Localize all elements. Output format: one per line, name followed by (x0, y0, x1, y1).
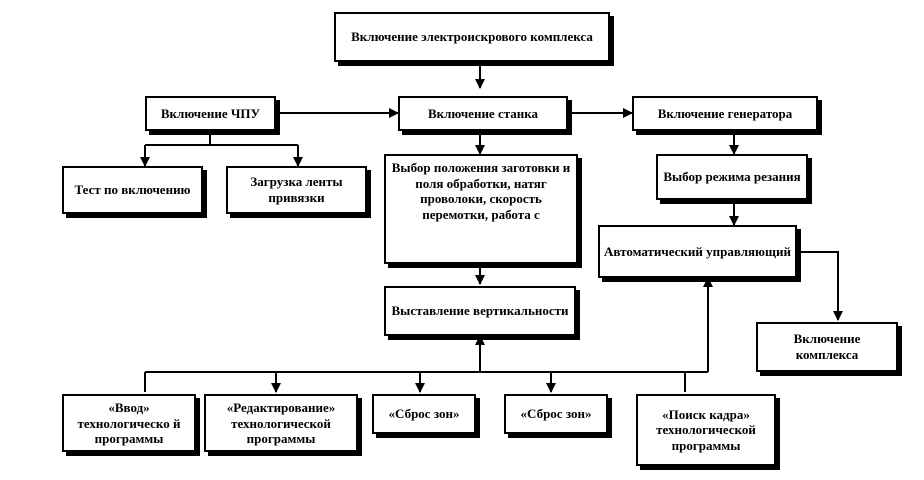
node-position-select: Выбор положения заготовки и поля обработ… (384, 154, 578, 264)
node-mode-select: Выбор режима резания (656, 154, 808, 200)
node-zone-reset-1-label: «Сброс зон» (388, 406, 460, 422)
node-program-input-label: «Ввод» технологическо й программы (77, 400, 181, 447)
node-position-select-label: Выбор положения заготовки и поля обработ… (391, 160, 571, 222)
connector-auto-to-enable (797, 251, 843, 321)
node-zone-reset-2: «Сброс зон» (504, 394, 608, 434)
node-complex-on: Включение электроискрового комплекса (334, 12, 610, 62)
node-cnc-on-label: Включение ЧПУ (160, 105, 261, 121)
node-generator-on: Включение генератора (632, 96, 818, 131)
node-vertical-set-label: Выставление вертикальности (391, 303, 569, 319)
node-tape-load-label: Загрузка ленты привязки (250, 174, 343, 205)
node-generator-on-label: Включение генератора (657, 105, 793, 121)
node-zone-reset-2-label: «Сброс зон» (520, 406, 592, 422)
node-frame-search: «Поиск кадра» технологической программы (636, 394, 776, 466)
node-cnc-on: Включение ЧПУ (145, 96, 276, 131)
node-machine-on: Включение станка (398, 96, 568, 131)
node-frame-search-label: «Поиск кадра» технологической программы (656, 406, 756, 453)
node-program-input: «Ввод» технологическо й программы (62, 394, 196, 452)
node-power-test: Тест по включению (62, 166, 203, 214)
node-power-test-label: Тест по включению (74, 182, 191, 198)
node-program-edit: «Редактирование» технологической програм… (204, 394, 358, 452)
node-complex-on-label: Включение электроискрового комплекса (351, 29, 593, 45)
node-zone-reset-1: «Сброс зон» (372, 394, 476, 434)
node-complex-enable-label: Включение комплекса (793, 331, 861, 362)
node-auto-control: Автоматический управляющий (598, 225, 797, 278)
node-tape-load: Загрузка ленты привязки (226, 166, 367, 214)
node-complex-enable: Включение комплекса (756, 322, 898, 372)
node-mode-select-label: Выбор режима резания (663, 169, 801, 185)
node-auto-control-label: Автоматический управляющий (604, 243, 791, 259)
node-program-edit-label: «Редактирование» технологической програм… (226, 400, 336, 447)
node-machine-on-label: Включение станка (427, 105, 539, 121)
node-vertical-set: Выставление вертикальности (384, 286, 576, 336)
